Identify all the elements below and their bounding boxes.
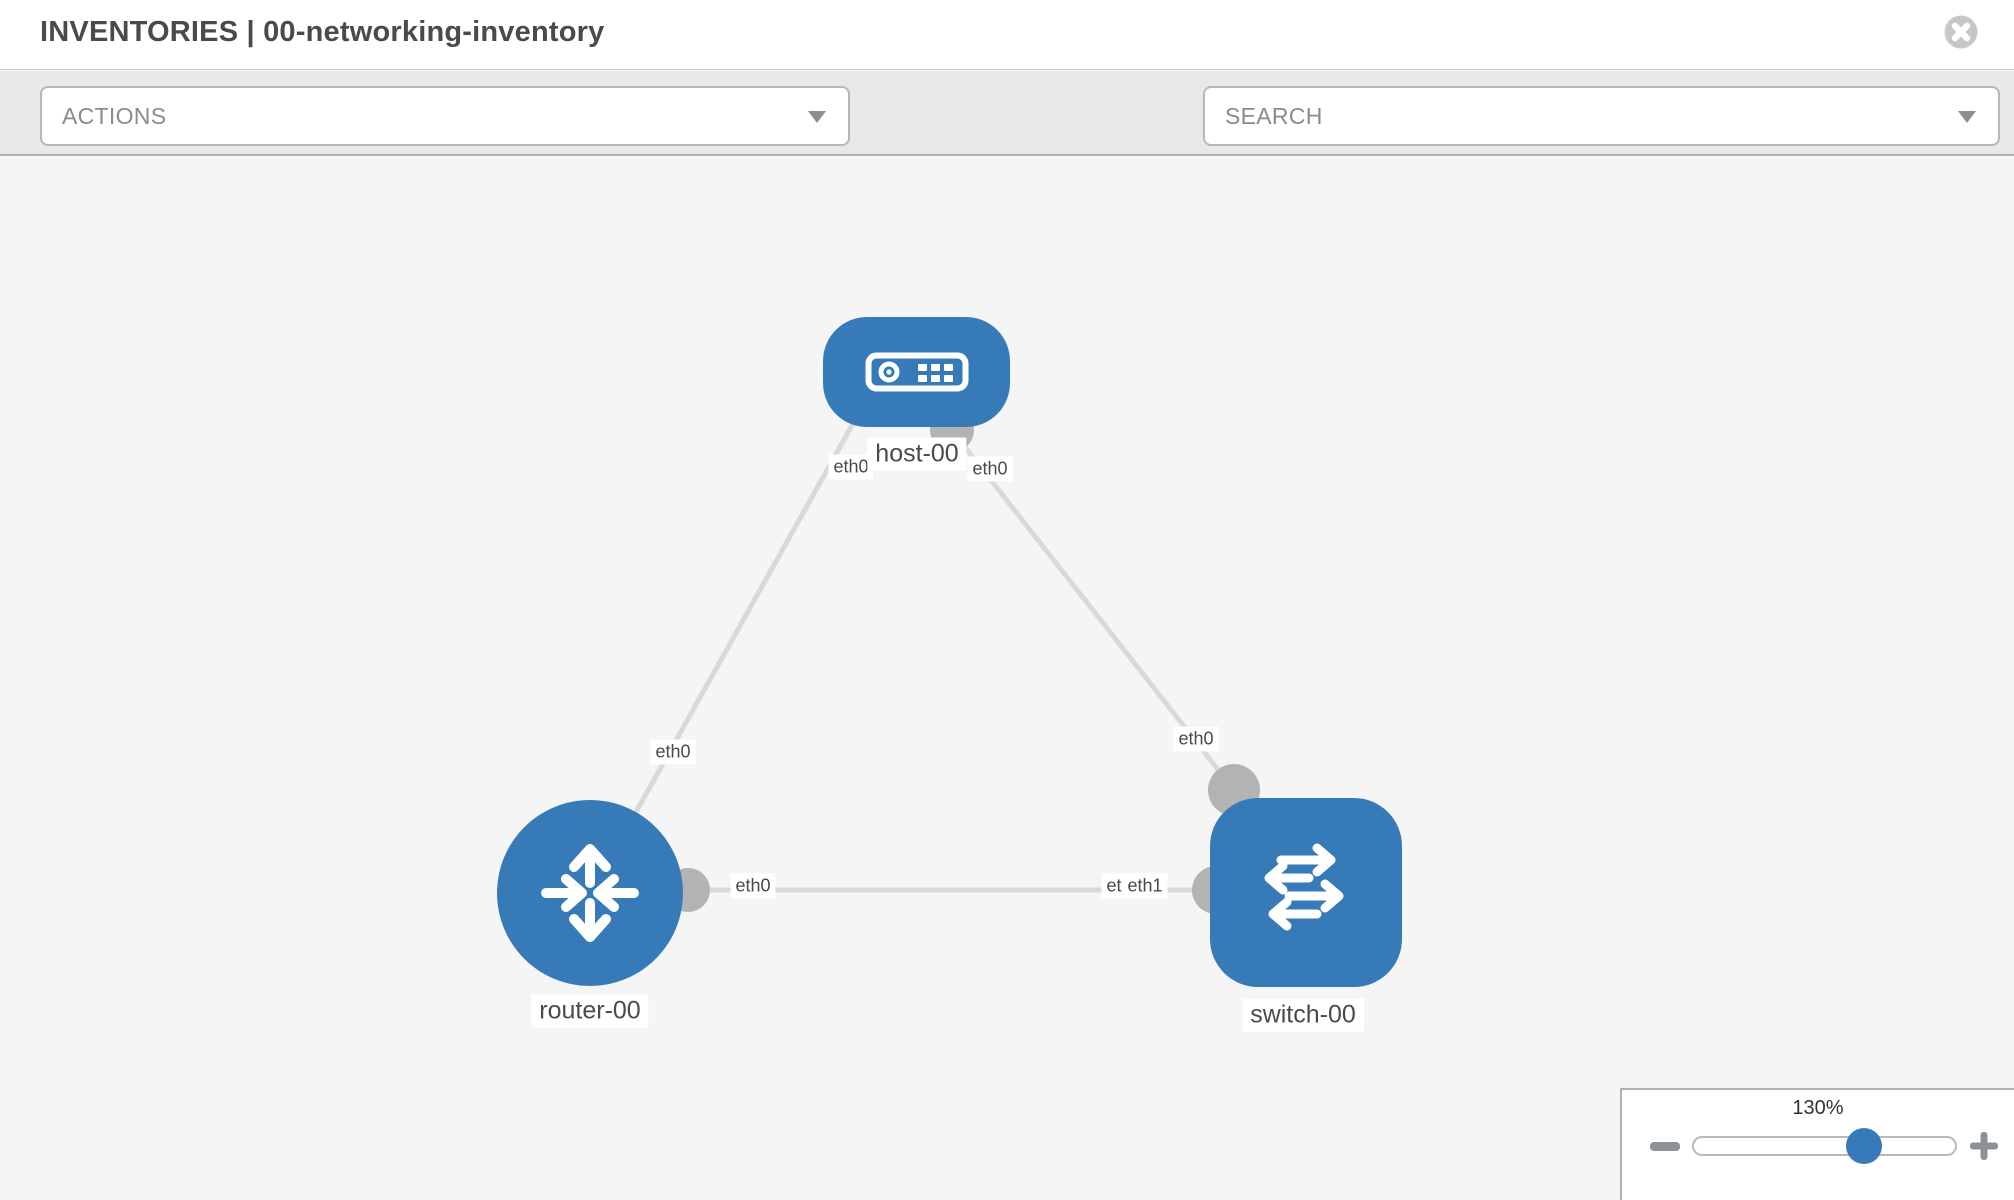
node-host-00[interactable] — [823, 317, 1010, 427]
server-icon — [865, 352, 968, 392]
search-dropdown-label: SEARCH — [1225, 102, 1323, 129]
chevron-down-icon — [808, 111, 826, 123]
chevron-down-icon — [1958, 111, 1976, 123]
header: INVENTORIES | 00-networking-inventory — [0, 0, 2014, 70]
interface-label-host-eth0-b: eth0 — [967, 456, 1013, 482]
search-dropdown[interactable]: SEARCH — [1203, 86, 2000, 146]
zoom-in-button[interactable] — [1968, 1130, 2000, 1162]
interface-label-switch-eth0: eth0 — [1173, 726, 1219, 752]
actions-dropdown[interactable]: ACTIONS — [40, 86, 850, 146]
zoom-out-button[interactable] — [1650, 1142, 1680, 1151]
router-arrows-icon — [541, 844, 639, 942]
topology-canvas[interactable]: host-00 router-00 switch-00 eth0 eth0 et… — [0, 156, 2014, 1200]
toolbar: ACTIONS SEARCH — [0, 71, 2014, 205]
switch-arrows-icon — [1264, 843, 1344, 930]
node-label-host: host-00 — [867, 437, 967, 471]
links-layer — [633, 408, 1260, 914]
page-title: INVENTORIES | 00-networking-inventory — [40, 16, 605, 48]
zoom-level: 130% — [1792, 1097, 1844, 1119]
node-switch-00[interactable] — [1210, 798, 1402, 987]
interface-label-host-eth0-a: eth0 — [828, 454, 874, 480]
close-icon — [1944, 15, 1978, 49]
node-label-switch: switch-00 — [1242, 998, 1364, 1032]
zoom-slider[interactable] — [1692, 1128, 1957, 1164]
interface-label-switch-eth1: eth1 — [1122, 873, 1168, 899]
actions-dropdown-label: ACTIONS — [62, 102, 167, 129]
zoom-controls — [1622, 1126, 2014, 1166]
node-label-router: router-00 — [531, 994, 649, 1028]
zoom-panel: 130% — [1620, 1088, 2014, 1200]
node-router-00[interactable] — [497, 800, 683, 986]
plus-icon — [1970, 1132, 1998, 1160]
interface-label-router-eth0-a: eth0 — [650, 739, 696, 765]
zoom-slider-thumb[interactable] — [1845, 1128, 1882, 1164]
close-button[interactable] — [1944, 15, 1978, 49]
interface-label-router-eth0-b: eth0 — [730, 873, 776, 899]
